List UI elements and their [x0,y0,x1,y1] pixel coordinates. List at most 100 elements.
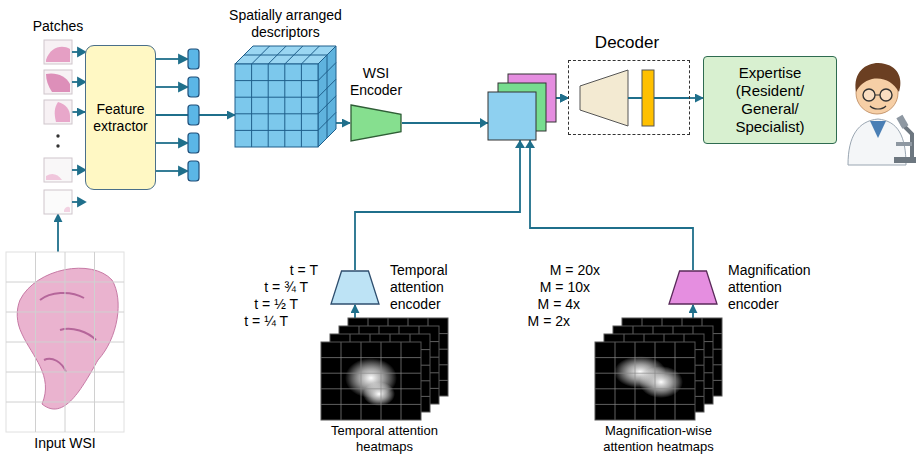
magnification-heatmaps: Magnification-wise attention heatmaps [595,318,722,420]
pathologist-illustration-part [896,142,912,146]
descriptor-cube-part [318,55,336,138]
node-label: Magnification-wise attention heatmaps [593,423,725,454]
node-label: Input WSI [15,435,115,452]
node-caption: Expertise (Resident/ General/ Specialist… [710,64,830,136]
descriptor-vectors-part [188,105,199,125]
descriptor-vectors-part [188,133,199,153]
patch-thumbnails-part [46,73,70,92]
series-label: t = ¾ T [264,279,308,296]
node-label: Spatially arranged descriptors [216,7,356,41]
magnification-heatmap-stack-part [595,342,695,420]
patch-column: Patches [44,40,72,214]
node-caption: Magnification-wise attention heatmaps [593,423,725,454]
node-caption: Temporal attention encoder [390,262,472,312]
expertise-output-box: Expertise (Resident/ General/ Specialist… [703,56,837,144]
temporal-heatmap-stack [321,318,448,420]
descriptor-arrows-part [179,139,187,147]
decoder-internals-part [580,70,628,126]
encoder-trapezoid-outline [669,271,717,304]
node-caption: WSI Encoder [345,65,407,99]
feature-map-stack [488,74,556,140]
pathologist-illustration-part [896,115,908,129]
input-wsi-image-part [6,252,124,432]
pathologist-illustration [848,63,916,165]
pathologist-illustration-part [855,63,900,92]
series-label: t = T [290,262,318,279]
pathologist-illustration-part [870,95,886,109]
node-caption: Magnification attention encoder [728,262,826,312]
node-label: Magnification attention encoder [728,262,826,312]
input-wsi: Input WSI [6,252,124,432]
patch-thumbnails-part [46,47,70,62]
patch-arrows [72,48,85,206]
series-label: t = ½ T [254,296,298,313]
node-caption: Temporal attention heatmaps [319,423,451,454]
flow-arrow [690,97,703,99]
decoder-internals-part [642,70,654,126]
node-caption: Decoder [577,33,677,53]
descriptor-vectors-part [188,49,199,69]
decoder-internals-part [628,97,690,99]
series-label: t = ¼ T [244,313,288,330]
series-label: M = 4x [538,296,580,313]
encoder-trapezoid-outline [351,105,401,141]
patch-arrows-part [78,48,85,56]
pathologist-illustration-part [902,124,912,157]
encoder-trapezoid-outline [331,271,379,304]
input-wsi-image-part [17,268,118,409]
node-label: Patches [23,18,93,35]
stack-arrowheads-part [515,140,525,148]
patch-thumbnails-part [56,144,59,147]
flow-arrow [530,98,693,270]
feature-map-stack-part [488,92,536,140]
feature-extractor-box: Feature extractor [85,45,156,190]
decoder-box: Decoder [568,60,690,135]
magnification-heatmap-stack-part [595,342,695,420]
node-caption: Patches [23,18,93,35]
patch-arrows-part [78,166,85,174]
patch-thumbnails-part [44,190,72,214]
descriptor-cube-part [235,64,318,147]
temporal-heatmap-stack-part [321,342,421,420]
patch-thumbnails-part [44,100,72,124]
descriptor-cube [235,46,336,147]
series-label: M = 20x [550,262,600,279]
node-label: Decoder [577,33,677,53]
magnification-attention-encoder: Magnification attention encoder [668,270,718,305]
input-wsi-image-part [40,293,96,372]
magnification-heatmap-stack-part [595,342,695,420]
node-label: WSI Encoder [345,65,407,99]
descriptor-vectors-part [188,161,199,181]
patch-thumbnails-part [44,70,72,94]
stack-arrowheads-part [480,118,488,128]
node-label: Expertise (Resident/ General/ Specialist… [710,64,830,136]
temporal-attention-encoder: Temporal attention encoder [330,270,380,305]
series-label: M = 2x [528,313,570,330]
stack-arrowheads [480,118,535,148]
patch-arrows-part [78,198,85,206]
decoder-internals [580,70,690,126]
descriptor-cube-part [318,46,336,147]
flow-arrow [57,214,59,252]
node-label: Temporal attention heatmaps [319,423,451,454]
node-label: Feature extractor [92,101,149,135]
descriptor-cube: Spatially arranged descriptors [235,46,336,147]
patch-thumbnails [44,40,72,214]
input-wsi-image-part [6,252,124,432]
pathologist-illustration-part [880,89,892,101]
series-label: M = 10x [540,279,590,296]
flow-arrow [354,305,356,318]
descriptor-vectors [188,49,199,181]
node-caption: Spatially arranged descriptors [216,7,356,41]
patch-thumbnails-part [55,102,70,122]
flow-arrow [692,305,694,318]
patch-thumbnails-part [44,158,72,182]
descriptor-vectors-part [188,77,199,97]
descriptor-arrows [151,55,187,175]
stack-arrowheads-part [525,140,535,148]
flow-arrow [336,122,350,124]
flow-arrow [72,111,85,113]
input-wsi-image [6,252,124,432]
encoder-trapezoid [350,104,402,142]
temporal-heatmap-stack-part [363,382,395,406]
